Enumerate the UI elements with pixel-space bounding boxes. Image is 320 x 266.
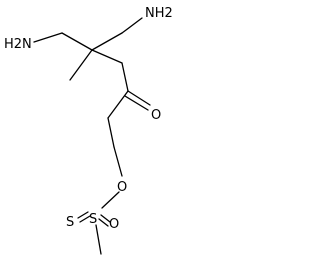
bond-ch2-right-n xyxy=(121,17,143,34)
bond-ch2-ester-o xyxy=(113,146,123,177)
bond-carbonyl-double-2 xyxy=(124,95,149,111)
atom-carbonyl-o: O xyxy=(151,108,161,123)
bond-n-left-ch2 xyxy=(33,32,63,43)
bond-s-o-double-2 xyxy=(98,218,109,227)
atom-nh2-left: H2N xyxy=(4,37,32,52)
bond-s-methyl xyxy=(95,224,102,255)
atom-sulfonyl-s: S xyxy=(89,212,97,227)
molecule-structure: H2N NH2 O O S S O xyxy=(4,6,173,255)
atom-ester-o: O xyxy=(117,180,127,195)
bond-quaternary-ch2-right xyxy=(91,32,123,51)
bond-s-thio-double-1 xyxy=(77,211,89,219)
atom-nh2-right: NH2 xyxy=(145,6,173,21)
bond-s-thio-double-2 xyxy=(79,215,91,223)
atom-sulfonyl-o: O xyxy=(109,217,119,232)
bond-carbonyl-double-1 xyxy=(127,90,151,106)
bond-ch2-left-quaternary xyxy=(61,32,93,51)
bond-s-o-double-1 xyxy=(100,214,111,223)
bond-quaternary-methyl xyxy=(69,49,93,81)
bond-ch2-carbonyl xyxy=(121,62,129,92)
bond-ch2-ch2 xyxy=(107,117,115,148)
bond-ester-o-s xyxy=(101,191,120,209)
bond-carbonyl-ch2 xyxy=(107,90,129,119)
atom-thio-s: S xyxy=(66,215,74,230)
bond-quaternary-ch2 xyxy=(91,49,123,64)
